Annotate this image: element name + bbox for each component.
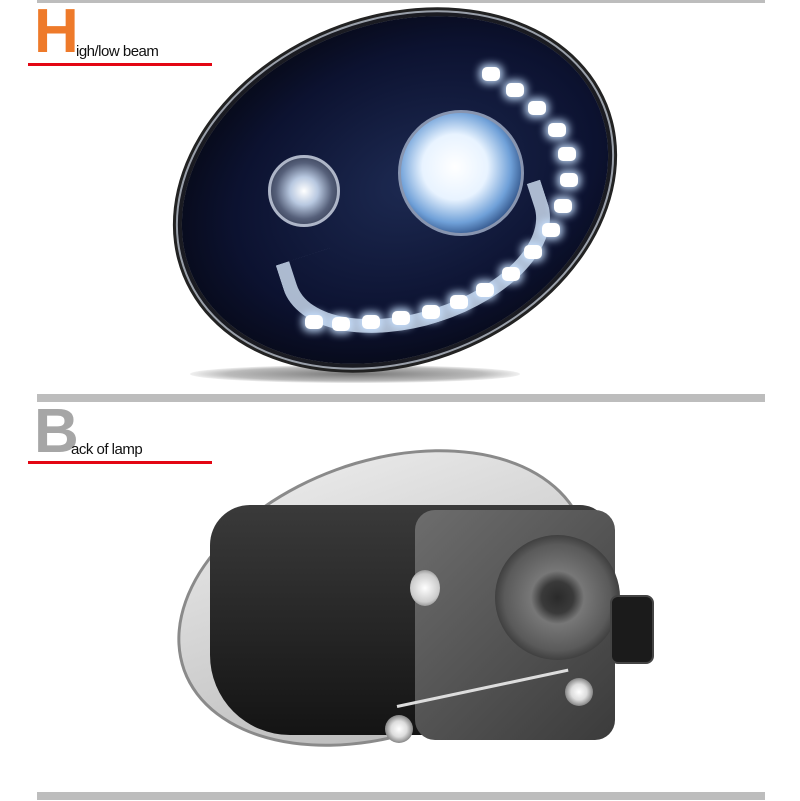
heading-label: igh/low beam <box>76 43 159 60</box>
bulb-cap <box>495 535 620 660</box>
heading-underline <box>28 461 212 464</box>
led-icon <box>560 173 578 187</box>
heading-initial: H <box>34 0 79 66</box>
gear-icon <box>385 715 413 743</box>
bottom-divider <box>37 792 765 800</box>
led-icon <box>392 311 410 325</box>
led-icon <box>450 295 468 309</box>
led-icon <box>482 67 500 81</box>
heading-initial: B <box>34 397 79 466</box>
section-heading-high-low-beam: H igh/low beam <box>28 0 212 66</box>
led-icon <box>305 315 323 329</box>
led-icon <box>506 83 524 97</box>
led-icon <box>362 315 380 329</box>
gear-icon <box>565 678 593 706</box>
projector-lens <box>398 110 524 236</box>
led-icon <box>542 223 560 237</box>
adjuster-knob <box>410 570 440 606</box>
headlight-front-image <box>129 0 661 426</box>
low-beam-lens <box>268 155 340 227</box>
lamp-shadow <box>190 365 520 383</box>
led-icon <box>554 199 572 213</box>
led-icon <box>332 317 350 331</box>
led-icon <box>524 245 542 259</box>
heading-underline <box>28 63 212 66</box>
heading-label: ack of lamp <box>71 441 143 458</box>
top-divider <box>37 0 765 3</box>
section-heading-back-of-lamp: B ack of lamp <box>28 397 212 466</box>
middle-divider <box>37 394 765 402</box>
led-icon <box>528 101 546 115</box>
headlight-back-image <box>135 395 665 801</box>
led-icon <box>476 283 494 297</box>
lamp-shell <box>129 0 661 426</box>
led-icon <box>558 147 576 161</box>
led-icon <box>502 267 520 281</box>
led-icon <box>422 305 440 319</box>
led-icon <box>548 123 566 137</box>
connector-plug <box>610 595 654 664</box>
